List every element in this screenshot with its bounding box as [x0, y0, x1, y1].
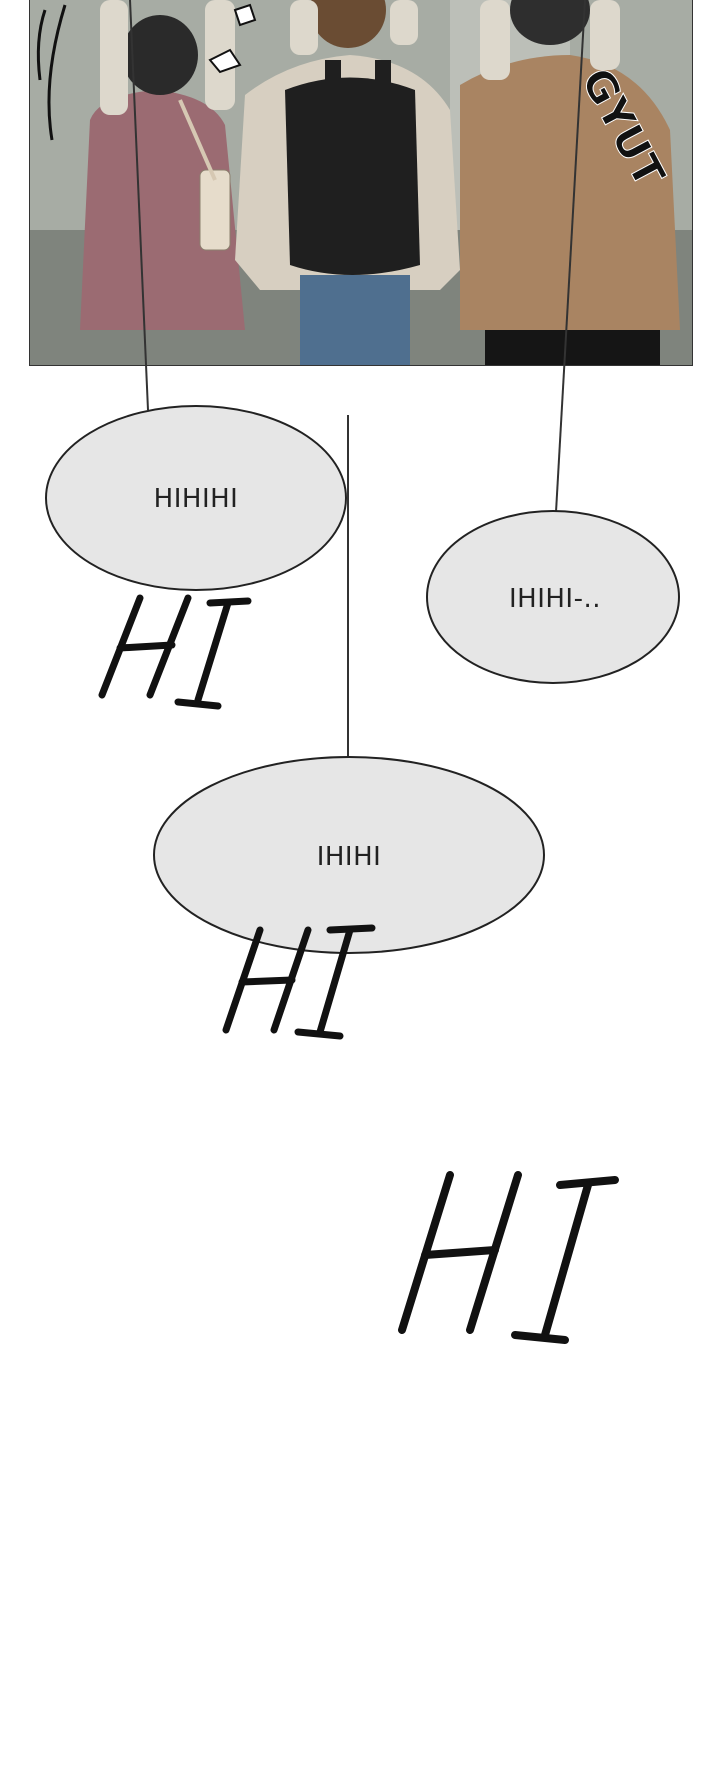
- sfx-hi-1-strokes: [98, 594, 252, 710]
- sfx-hi-2-strokes: [222, 924, 376, 1040]
- carried-legs: [100, 0, 620, 115]
- speech-bubble-1: [45, 405, 347, 591]
- speech-bubble-3: [153, 756, 545, 954]
- sfx-hi-2: HI: [224, 930, 318, 1035]
- sparkle-mark: [233, 3, 257, 27]
- comic-panel-people-walking: GYUT: [29, 0, 693, 366]
- sfx-hi-1: HI: [100, 600, 194, 705]
- speech-bubble-2-text: IHIHI-..: [508, 584, 602, 614]
- sparkle-mark: [208, 48, 242, 74]
- man-right-figure: [460, 0, 680, 365]
- panel-illustration: [30, 0, 692, 365]
- sfx-hi-3-strokes: [398, 1171, 619, 1344]
- speech-bubble-3-text: IHIHI: [316, 842, 382, 872]
- speech-bubble-1-text: HIHIHI: [153, 484, 239, 514]
- woman-left-figure: [80, 15, 245, 330]
- motion-line: [47, 4, 67, 141]
- man-middle-figure: [235, 0, 460, 365]
- motion-line: [36, 9, 47, 81]
- speech-bubble-2: [426, 510, 680, 684]
- sfx-hi-3: HI: [400, 1175, 536, 1327]
